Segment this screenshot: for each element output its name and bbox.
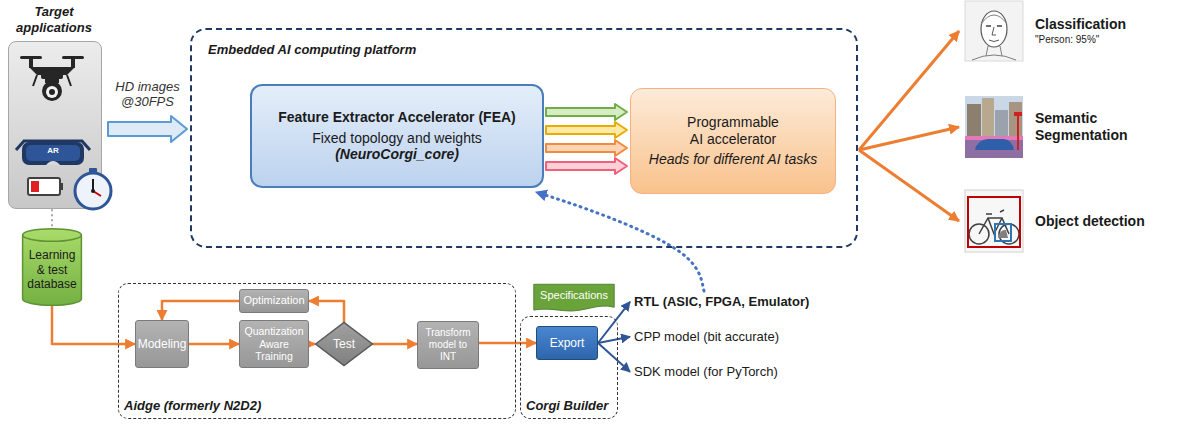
database-cylinder: Learning & test database [22,228,82,306]
node-text: SDK model (for PyTorch) [634,364,778,380]
node-text: Optimization [243,294,304,307]
edge-label: HD images @30FPS [110,79,186,110]
task-name: Object detection [1035,213,1177,230]
tool-boundary: Corgi Builder Export [520,316,618,419]
document-shape: Specifications [533,284,615,313]
block-arrow [546,104,627,120]
node-text: Fixed topology and weights [312,130,482,147]
node-text: Heads for different AI tasks [649,151,817,168]
block-arrow [546,122,627,138]
node-text: Modeling [138,337,187,351]
accelerator-box: Programmable AI acceleratorHeads for dif… [630,88,836,194]
export-format: RTL (ASIC, FPGA, Emulator) [634,294,809,310]
flow-arrow [598,302,630,343]
face-sketch-image [965,1,1023,61]
flow-arrow [479,342,536,345]
flow-arrow [859,150,959,221]
process-box: Optimization [239,289,309,313]
node-text: (NeuroCorgi_core) [335,146,459,163]
export-format: CPP model (bit accurate) [634,329,779,345]
flow-arrow [162,301,239,320]
node-text: Export [550,336,585,350]
flow-arrow [859,31,959,150]
process-box: Transform model to INT [417,321,479,369]
object-detection-image [965,190,1023,252]
drone-icon [20,56,84,101]
block-arrow [108,116,187,142]
flow-arrow [598,343,630,372]
platform-boundary: Embedded AI computing platformFeature Ex… [190,28,858,248]
group-heading: Aidge (formerly N2D2) [124,398,261,414]
task-name: Semantic Segmentation [1035,110,1177,144]
block-arrow [546,140,627,156]
cylinder-body [23,229,82,305]
task-name: Classification [1035,16,1177,33]
block-arrow [546,158,627,174]
flow-arrow [598,337,630,343]
flow-arrow [859,127,959,150]
group-heading: Target applications [6,4,102,35]
process-box: Export [536,326,598,360]
tool-boundary: Aidge (formerly N2D2) OptimizationModelin… [118,283,516,419]
flow-arrow [536,192,704,291]
process-box: Quantization Aware Training [239,320,309,368]
diamond-body [316,322,373,365]
accelerator-box: Feature Extractor Accelerator (FEA) Fixed… [250,84,544,188]
decision-diamond: Test [315,322,373,366]
cylinder-rim [23,235,82,241]
node-text: RTL (ASIC, FPGA, Emulator) [634,294,809,310]
flow-arrow [309,343,315,346]
flow-arrow [309,301,344,323]
node-text: Quantization Aware Training [242,325,306,363]
battery-icon [28,178,63,195]
flow-arrow [189,343,239,346]
stopwatch-icon [75,168,111,209]
node-text: Programmable AI accelerator [681,114,786,148]
document-body [534,284,614,311]
group-heading: Corgi Builder [526,398,608,414]
node-text: Transform model to INT [420,327,476,363]
node-text: Learning & test database [25,248,79,291]
task-result: "Person: 95%" [1035,34,1177,46]
node-text: CPP model (bit accurate) [634,329,779,345]
ar-glasses-icon [16,141,90,165]
flow-arrow [51,209,53,228]
process-box: Modeling [135,320,189,368]
icon-label: AR [43,147,63,156]
flow-arrow [372,343,417,346]
segmentation-image [965,96,1023,158]
flow-arrow [52,306,135,344]
node-text: Test [333,337,355,351]
node-text: Specifications [540,289,608,302]
node-text: Feature Extractor Accelerator (FEA) [278,109,516,126]
group-heading: Embedded AI computing platform [208,42,840,58]
export-format: SDK model (for PyTorch) [634,364,778,380]
